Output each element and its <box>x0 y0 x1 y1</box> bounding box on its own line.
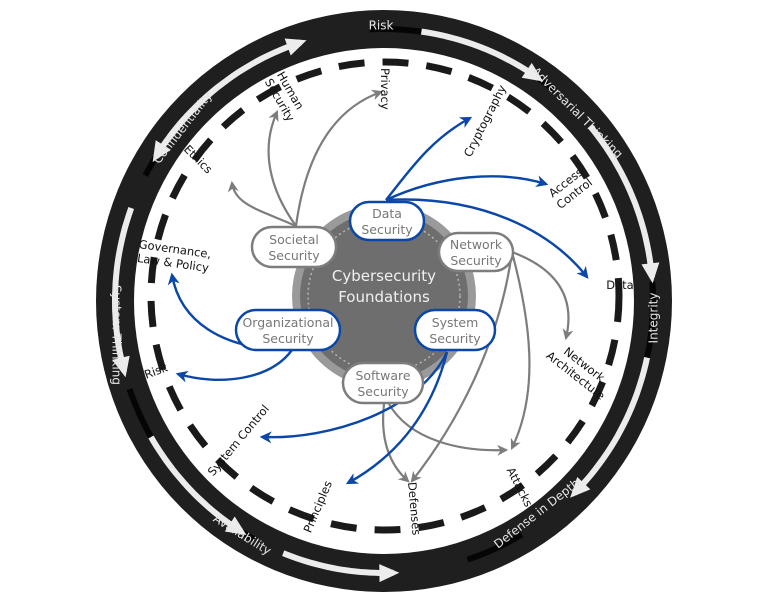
connections <box>167 89 589 485</box>
connection-societal-security-to-privacy <box>294 89 384 227</box>
connection-network-security-to-network-architecture <box>511 250 574 341</box>
node-label-line1: Data <box>372 206 402 221</box>
connection-network-security-to-attacks <box>510 251 531 450</box>
connection-system-security-to-system-control <box>259 351 449 444</box>
ring-arrow-track <box>282 550 394 576</box>
ring-arrowhead-icon <box>521 62 544 82</box>
node-pill <box>413 308 497 352</box>
node-pill <box>437 231 515 273</box>
topic-label: Defenses <box>405 481 424 535</box>
ring-label-integrity: Integrity <box>647 293 661 344</box>
node-pill <box>341 361 425 405</box>
connection-societal-security-to-human-security <box>267 109 297 227</box>
ring-arrow-track <box>572 356 651 496</box>
node-label-line1: Network <box>450 237 503 252</box>
node-label-line2: Security <box>262 331 314 346</box>
ring-arrow-track <box>420 28 540 81</box>
connection-network-security-to-defenses <box>410 251 514 483</box>
ring-arrow-track <box>166 39 302 140</box>
node-label-line2: Security <box>268 248 320 263</box>
ring-arrow-track <box>112 207 135 373</box>
node-pill <box>250 225 338 269</box>
ring-arrowhead-icon <box>224 516 247 535</box>
ring-arrow-track <box>148 435 244 535</box>
ring-arrowhead-icon <box>379 564 400 583</box>
topic-label: Data <box>606 278 633 292</box>
topic-privacy: Privacy <box>378 68 392 110</box>
ring-arrows <box>112 28 660 583</box>
ring-arrowhead-icon <box>570 476 591 498</box>
topic-data: Data <box>606 278 633 292</box>
node-label-line1: Software <box>355 368 410 383</box>
connection-software-security-to-defenses <box>382 403 410 483</box>
connection-data-security-to-cryptography <box>385 116 473 201</box>
connection-system-security-to-principles <box>345 351 449 485</box>
ring-arrowhead-icon <box>112 355 130 378</box>
ring-arrow-track <box>587 124 655 278</box>
connection-societal-security-to-ethics <box>227 180 297 228</box>
node-pill <box>234 308 342 352</box>
node-label-line2: Security <box>357 384 409 399</box>
node-label-line1: Organizational <box>242 315 333 330</box>
node-label-line2: Security <box>429 331 481 346</box>
ring-label-system-thinking: System Thinking <box>110 285 124 385</box>
center-title-line2: Foundations <box>338 288 430 306</box>
ring-label-risk: Risk <box>369 19 394 33</box>
dashed-ring <box>147 58 623 534</box>
ring-arrowhead-icon <box>152 140 171 162</box>
node-label-line1: System <box>432 315 479 330</box>
node-label-line2: Security <box>361 222 413 237</box>
ring-arrowhead-icon <box>641 262 660 284</box>
connection-organizational-security-to-risk-topic <box>175 349 293 383</box>
connection-software-security-to-attacks <box>388 403 509 456</box>
connection-data-security-to-access-control <box>385 175 549 202</box>
topic-label: Privacy <box>378 68 392 110</box>
nodes: DataSecurityNetworkSecuritySystemSecurit… <box>234 200 515 405</box>
ring-arrowhead-icon <box>284 38 307 56</box>
node-pill <box>348 200 426 242</box>
node-label-line2: Security <box>450 253 502 268</box>
connection-data-security-to-data <box>385 198 589 279</box>
topic-defenses: Defenses <box>405 481 424 535</box>
node-label-line1: Societal <box>269 232 319 247</box>
center-title-line1: Cybersecurity <box>332 267 436 285</box>
